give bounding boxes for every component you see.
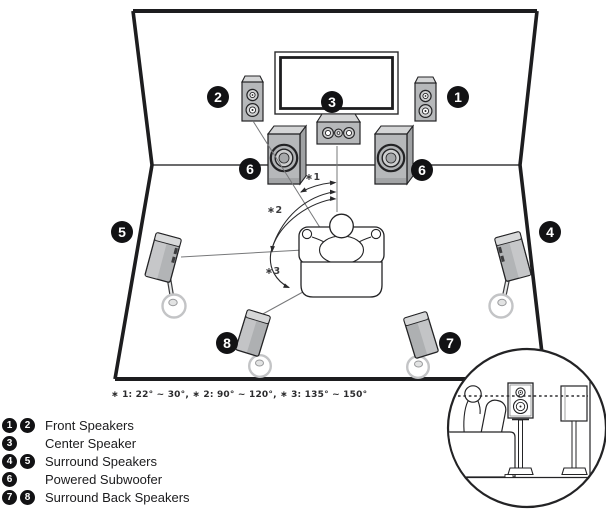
legend-badge-7: 7 <box>2 489 17 505</box>
speaker-label-2: 2 <box>207 86 229 108</box>
speaker-label-5: 5 <box>111 221 133 243</box>
surround-back-speaker-right-icon <box>403 311 439 380</box>
front-speaker-left-icon <box>241 75 264 122</box>
legend-label-front: Front Speakers <box>45 417 134 433</box>
legend-badge-8: 8 <box>20 489 35 505</box>
legend-row-subwoofer: 6 Powered Subwoofer <box>2 470 190 488</box>
surround-speaker-right-icon <box>488 231 532 319</box>
angle-arcs <box>269 180 337 288</box>
angle-label-3: ∗3 <box>265 266 281 277</box>
speaker-label-6-left: 6 <box>239 158 261 180</box>
speaker-label-1: 1 <box>447 86 469 108</box>
angle-footnote: ∗ 1: 22° ~ 30°, ∗ 2: 90° ~ 120°, ∗ 3: 13… <box>111 390 368 400</box>
legend-row-center: 3 Center Speaker <box>2 434 190 452</box>
legend-badge-3: 3 <box>2 435 17 451</box>
speaker-label-3: 3 <box>321 91 343 113</box>
speaker-label-4: 4 <box>539 221 561 243</box>
legend-row-front: 1 2 Front Speakers <box>2 416 190 434</box>
sofa-icon <box>298 213 385 298</box>
front-speaker-right-icon <box>414 76 437 122</box>
speaker-label-8: 8 <box>216 332 238 354</box>
inset-couch-icon <box>449 431 516 478</box>
subwoofer-right-icon <box>373 124 415 186</box>
angle-label-2: ∗2 <box>267 205 283 216</box>
listener-icon <box>318 213 365 265</box>
legend-badge-6: 6 <box>2 471 17 487</box>
legend: 1 2 Front Speakers 3 Center Speaker 4 5 … <box>2 416 190 506</box>
legend-label-surround: Surround Speakers <box>45 453 158 469</box>
legend-badge-5: 5 <box>20 453 35 469</box>
inset-side-view <box>446 347 606 509</box>
surround-back-speaker-left-icon <box>235 309 272 379</box>
inset-side-speaker-icon <box>560 385 588 476</box>
speaker-label-7: 7 <box>439 332 461 354</box>
legend-label-surround-back: Surround Back Speakers <box>45 489 190 505</box>
surround-speaker-left-icon <box>144 232 187 319</box>
center-speaker-icon <box>316 113 361 145</box>
inset-front-speaker-icon <box>507 382 534 476</box>
legend-row-surround: 4 5 Surround Speakers <box>2 452 190 470</box>
legend-label-subwoofer: Powered Subwoofer <box>45 471 163 487</box>
legend-badge-2: 2 <box>20 417 35 433</box>
legend-badge-1: 1 <box>2 417 17 433</box>
legend-row-surround-back: 7 8 Surround Back Speakers <box>2 488 190 506</box>
speaker-label-6-right: 6 <box>411 159 433 181</box>
angle-label-1: ∗1 <box>305 172 321 183</box>
legend-label-center: Center Speaker <box>45 435 137 451</box>
legend-badge-4: 4 <box>2 453 17 469</box>
